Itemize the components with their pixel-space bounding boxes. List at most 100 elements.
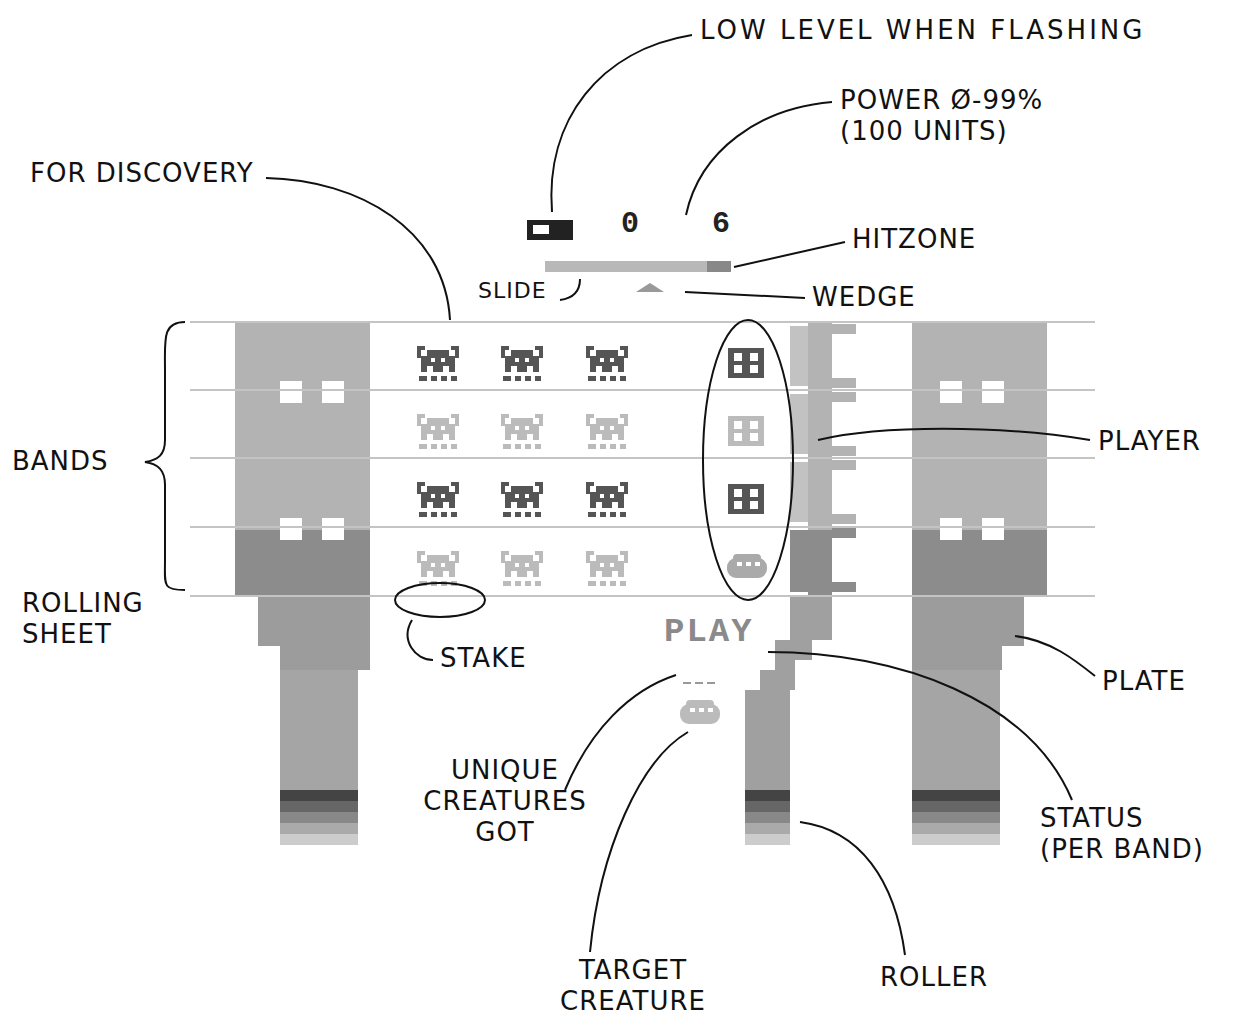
band-line [190, 321, 1095, 323]
stake-ellipse [395, 583, 485, 617]
window [940, 381, 962, 403]
creature [586, 551, 628, 586]
slide-bar [545, 261, 707, 272]
stripe [280, 812, 358, 823]
player-ellipse [703, 320, 793, 600]
creatures [417, 346, 628, 586]
roller-hook [832, 324, 856, 334]
wedge [636, 283, 664, 292]
plate-block [235, 530, 370, 596]
plate-block [258, 596, 370, 646]
status-text: PLAY [664, 614, 754, 651]
power-icon [527, 220, 573, 240]
window [982, 518, 1004, 540]
plate-block [235, 322, 370, 530]
plate-block [912, 670, 1000, 790]
band-line [190, 389, 1095, 391]
annotation: STATUS (PER BAND) [1040, 803, 1210, 865]
window [280, 381, 302, 403]
leader-line [551, 35, 692, 212]
status-bar [790, 326, 808, 386]
leader-line [800, 822, 905, 955]
window [940, 518, 962, 540]
stripe [280, 801, 358, 812]
window [322, 381, 344, 403]
stripe [280, 823, 358, 834]
annotation: TARGET CREATURE [548, 955, 718, 1017]
player-die [728, 416, 764, 446]
leader-line [590, 732, 688, 952]
plate-block [912, 322, 1047, 530]
dash [683, 682, 691, 684]
creature [417, 346, 459, 381]
stripe [745, 790, 790, 801]
roller [745, 322, 856, 845]
dash [707, 682, 715, 684]
stripe [912, 790, 1000, 801]
band-line [190, 526, 1095, 528]
creature [501, 346, 543, 381]
roller-hook [832, 392, 856, 402]
roller-hook [832, 446, 856, 456]
bands-brace [145, 322, 185, 590]
window [982, 381, 1004, 403]
power-digit: 6 [712, 208, 730, 241]
leader-line [1015, 636, 1095, 676]
right-plate [912, 322, 1047, 845]
creature [501, 482, 543, 517]
creature [501, 551, 543, 586]
creature [586, 346, 628, 381]
target-area [680, 682, 720, 724]
band-lines [190, 322, 1095, 596]
creature [417, 551, 459, 586]
annotation: ROLLER [880, 962, 988, 993]
leader-line [266, 178, 450, 320]
creature [586, 414, 628, 449]
roller-hook [832, 514, 856, 524]
stripe [912, 801, 1000, 812]
band-line [190, 595, 1095, 597]
annotation: STAKE [440, 643, 527, 674]
hitzone-bar [707, 261, 731, 272]
stripe [280, 790, 358, 801]
annotation: PLAYER [1098, 426, 1201, 457]
window [280, 518, 302, 540]
leader-line [734, 242, 845, 267]
creature [417, 414, 459, 449]
leader-line [685, 292, 805, 298]
annotation: POWER Ø-99% (100 UNITS) [840, 85, 1070, 147]
player-column [703, 320, 793, 600]
player-blob [727, 554, 767, 578]
status-bar [790, 530, 808, 592]
roller-hook [832, 582, 856, 592]
annotation: BANDS [12, 446, 109, 477]
roller-body [745, 596, 832, 790]
left-plate [235, 322, 370, 845]
stripe [745, 823, 790, 834]
plate-block [912, 646, 1002, 670]
stripe [912, 812, 1000, 823]
target-creature [680, 700, 720, 724]
leader-line [560, 279, 580, 300]
dash [695, 682, 703, 684]
stripe [912, 834, 1000, 845]
stripe [912, 823, 1000, 834]
stripe [745, 812, 790, 823]
leader-line [408, 620, 433, 660]
annotation: FOR DISCOVERY [30, 158, 254, 189]
stripe [745, 834, 790, 845]
roller-hook [832, 378, 856, 388]
leader-line [768, 652, 1072, 800]
annotation: ROLLING SHEET [22, 588, 182, 650]
annotation: LOW LEVEL WHEN FLASHING [700, 15, 1145, 46]
annotation: WEDGE [812, 282, 916, 313]
plate-block [912, 530, 1047, 596]
creature [417, 482, 459, 517]
annotation: SLIDE [478, 278, 547, 304]
roller-hook [832, 460, 856, 470]
annotation: HITZONE [852, 224, 976, 255]
plate-block [912, 596, 1024, 646]
plate-block [280, 646, 370, 670]
stripe [280, 834, 358, 845]
